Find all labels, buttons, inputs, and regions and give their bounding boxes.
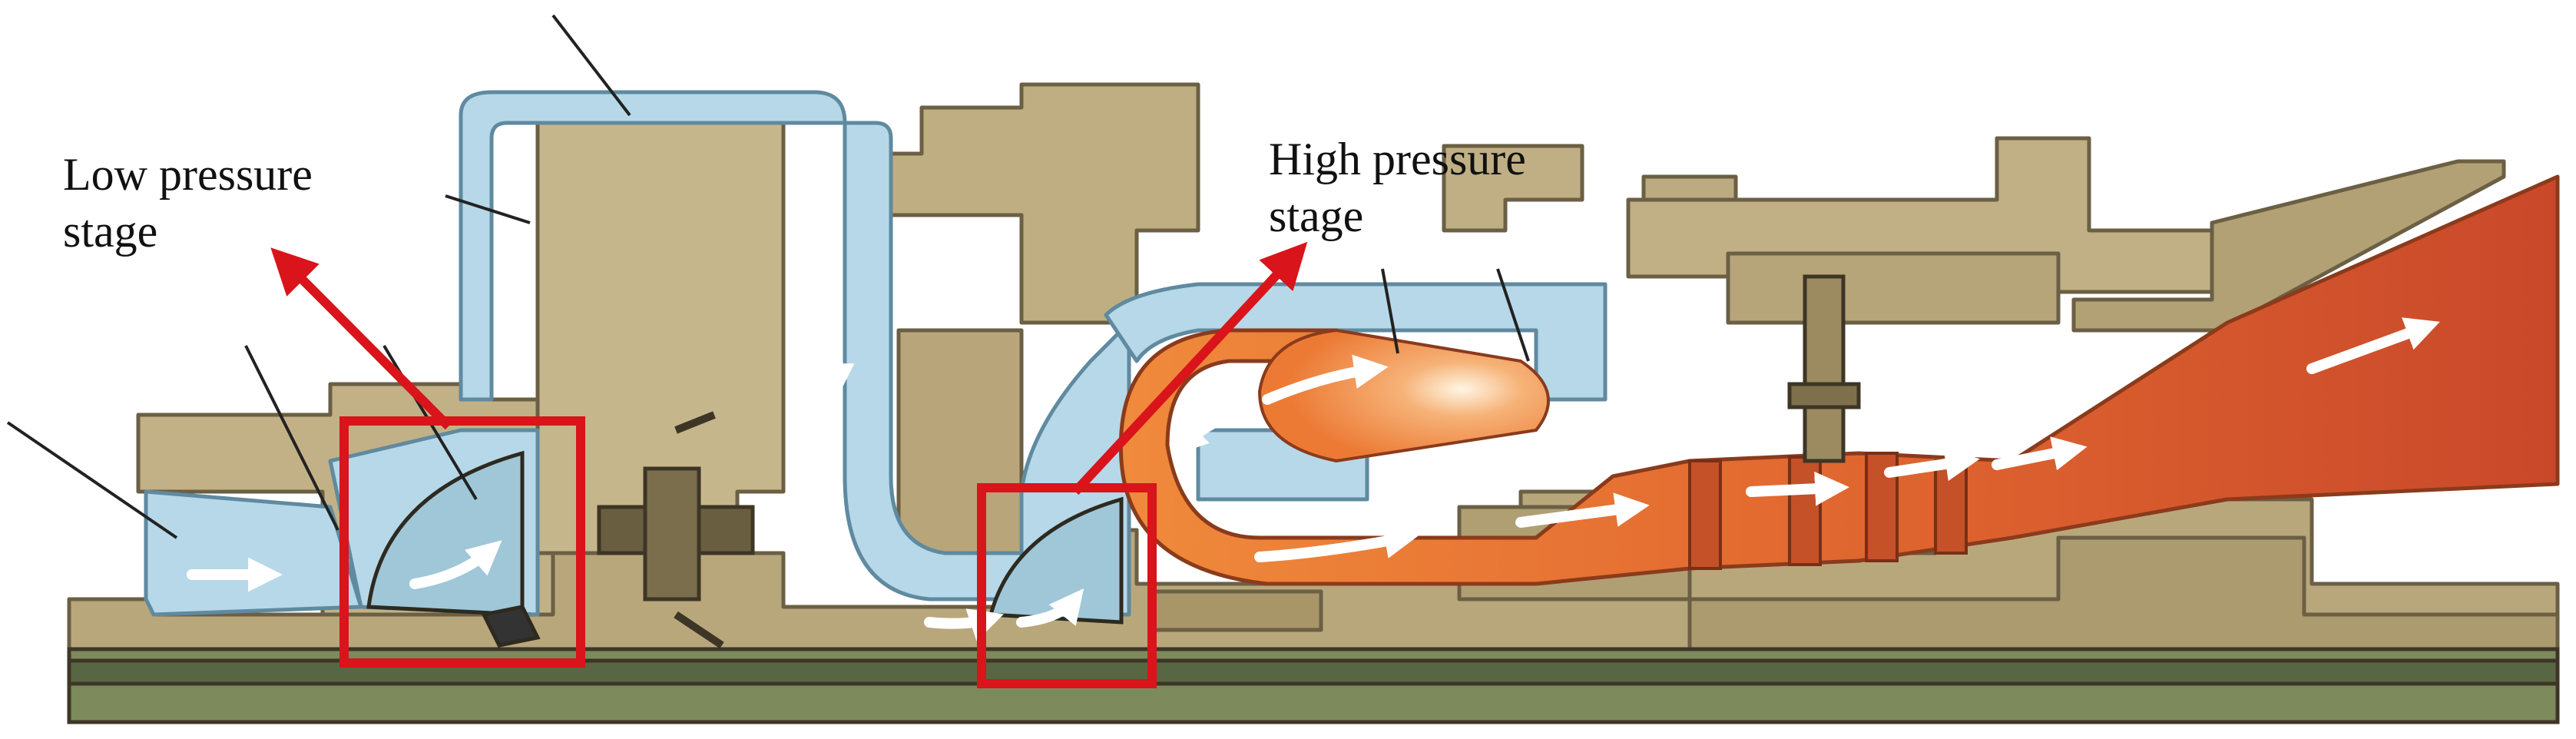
low-pressure-stage-label-line-2: stage — [63, 206, 158, 257]
high-pressure-stage-label-line-1: High pressure — [1269, 134, 1526, 184]
low-pressure-stage-box — [339, 416, 585, 668]
high-pressure-stage-box — [977, 483, 1157, 688]
low-pressure-stage-label-line-1: Low pressure — [63, 149, 313, 200]
low-pressure-pointer-arrow — [270, 247, 452, 430]
hot-gas-path — [1118, 174, 2560, 586]
highlight-boxes — [339, 416, 1157, 688]
high-pressure-pointer-arrow — [1071, 241, 1308, 495]
pointer-arrows — [270, 241, 1308, 495]
high-pressure-stage-label: High pressure stage — [1269, 131, 1526, 244]
low-pressure-stage-label: Low pressure stage — [63, 146, 313, 260]
high-pressure-stage-label-line-2: stage — [1269, 191, 1364, 241]
flow-arrows — [187, 302, 2440, 641]
engine-casing — [67, 82, 2560, 651]
